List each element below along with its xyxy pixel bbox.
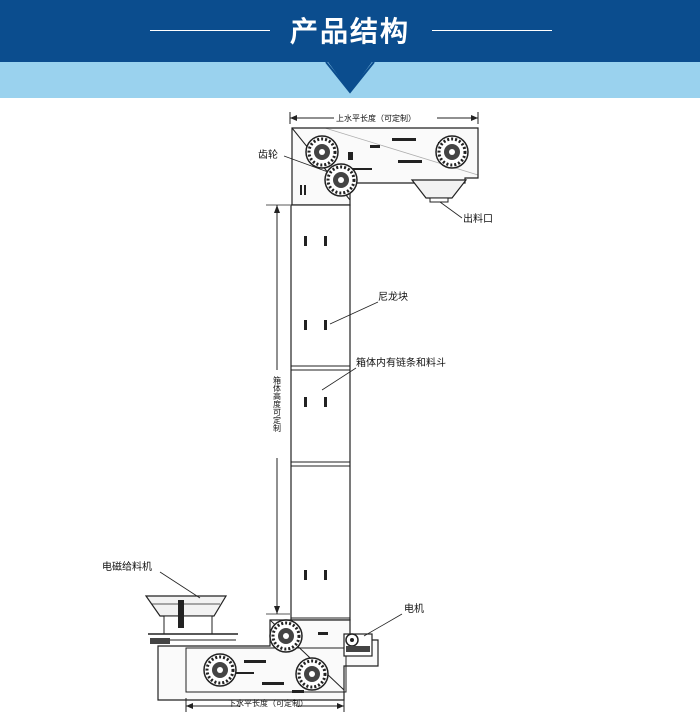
bottom-length-label: 下水平长度（可定制）	[228, 698, 308, 708]
vertical-height-label: 箱体高度可定制	[273, 375, 282, 433]
electromagnetic-feeder	[144, 595, 238, 644]
title-rule-right	[432, 30, 552, 31]
gear-leader	[283, 155, 329, 173]
boot-sprocket-upper	[268, 618, 304, 654]
header-banner	[0, 0, 700, 62]
motor-leader	[363, 613, 403, 637]
boot-sprocket-right	[294, 656, 330, 692]
top-length-label: 上水平长度（可定制）	[336, 113, 416, 123]
outlet-hopper	[410, 179, 468, 219]
box-contents-label: 箱体内有链条和料斗	[356, 356, 446, 369]
vertical-height-dimension	[266, 204, 290, 615]
top-length-dimension	[289, 112, 479, 124]
head-sprocket-lower	[323, 162, 359, 198]
page-title: 产品结构	[289, 15, 410, 48]
vertical-casing	[290, 204, 351, 621]
feeder-label: 电磁给料机	[102, 560, 152, 573]
gear-label: 齿轮	[258, 148, 278, 161]
feeder-leader	[159, 571, 201, 599]
banner-notch	[325, 61, 375, 94]
head-sprocket-right	[434, 134, 470, 170]
head-sprocket-left	[304, 134, 340, 170]
nylon-leader	[329, 301, 379, 325]
nylon-block-label: 尼龙块	[378, 290, 408, 303]
bottom-length-dimension	[185, 698, 345, 712]
motor-label: 电机	[404, 602, 424, 615]
title-rule-left	[150, 30, 270, 31]
box-leader	[321, 367, 357, 391]
outlet-label: 出料口	[463, 212, 493, 225]
boot-sprocket-left	[202, 652, 238, 688]
